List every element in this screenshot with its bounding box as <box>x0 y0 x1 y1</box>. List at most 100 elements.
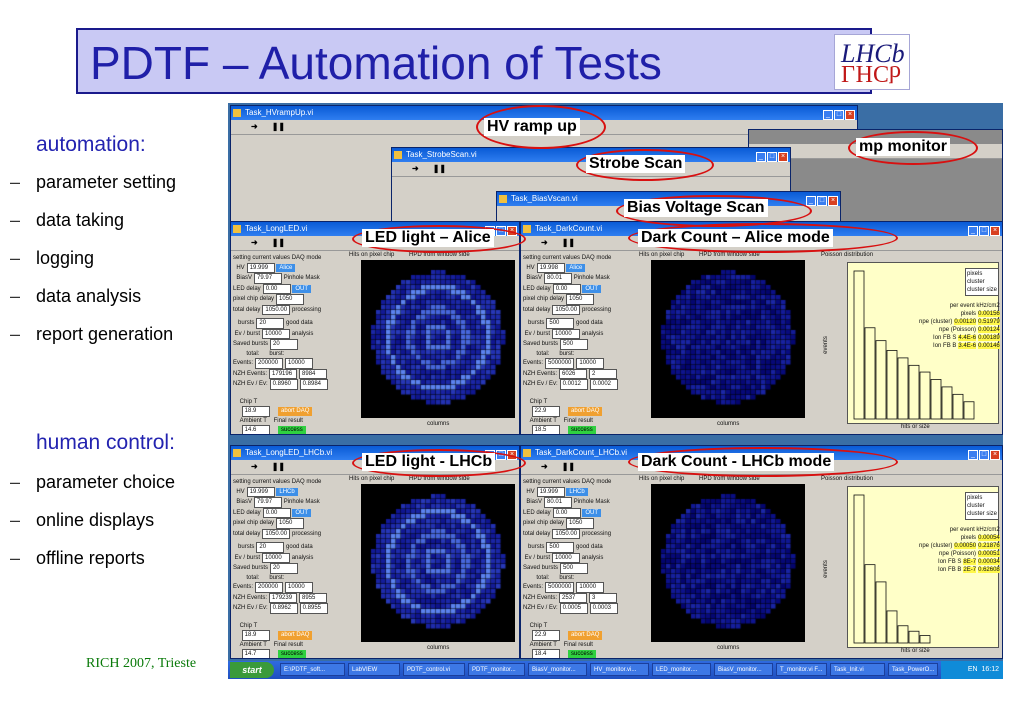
bursts-value[interactable]: 20 <box>256 542 285 553</box>
callout-monitor <box>848 131 978 165</box>
taskbar-item[interactable]: T_monitor.vi F... <box>776 663 827 676</box>
biasv-value[interactable]: 80.01 <box>544 497 573 508</box>
window-led-lhcb[interactable]: Task_LongLED_LHCb.vi_□× ➜❚❚ setting curr… <box>230 445 520 659</box>
daq-mode-button[interactable]: Alice <box>566 263 586 272</box>
maximize-icon[interactable]: □ <box>834 110 844 120</box>
close-icon[interactable]: × <box>990 226 1000 236</box>
run-arrow-icon[interactable]: ➜ <box>541 462 548 471</box>
led-delay-value[interactable]: 0.00 <box>552 283 581 294</box>
pause-icon[interactable]: ❚❚ <box>271 462 286 471</box>
window-dark-alice[interactable]: Task_DarkCount.vi_□× ➜❚❚ setting current… <box>520 221 1003 435</box>
automation-bullet-0: –parameter setting <box>10 172 176 193</box>
minimize-icon[interactable]: _ <box>806 196 816 206</box>
run-arrow-icon[interactable]: ➜ <box>251 238 258 247</box>
pixel-delay-value[interactable]: 1050 <box>566 518 595 529</box>
led-delay-value[interactable]: 0.00 <box>552 507 581 518</box>
rates-cell: 0.00120 <box>954 319 977 325</box>
taskbar-item[interactable]: E:\PDTF_soft... <box>280 663 345 676</box>
abort-daq-button[interactable]: abort DAQ <box>568 631 603 640</box>
callout-dark-lhcb-label: Dark Count - LHCb mode <box>638 453 835 471</box>
bursts-value[interactable]: 500 <box>546 318 575 329</box>
daq-mode-button[interactable]: Alice <box>276 263 296 272</box>
pause-icon[interactable]: ❚❚ <box>271 122 286 131</box>
close-icon[interactable]: × <box>990 450 1000 460</box>
pause-icon[interactable]: ❚❚ <box>271 238 286 247</box>
minimize-icon[interactable]: _ <box>823 110 833 120</box>
out-button[interactable]: OUT <box>292 284 312 293</box>
maximize-icon[interactable]: □ <box>767 152 777 162</box>
pause-icon[interactable]: ❚❚ <box>432 164 447 173</box>
total-delay-value[interactable]: 1050.00 <box>552 528 581 539</box>
out-button[interactable]: OUT <box>582 284 602 293</box>
ev-burst-value[interactable]: 10000 <box>262 552 291 563</box>
taskbar-item[interactable]: Task_Init.vi <box>830 663 885 676</box>
out-button[interactable]: OUT <box>582 508 602 517</box>
taskbar-item[interactable]: LabVIEW <box>348 663 400 676</box>
saved-value: 20 <box>270 563 299 574</box>
maximize-icon[interactable]: □ <box>979 450 989 460</box>
nzh-burst: 3 <box>589 592 618 603</box>
ambient-temp: 14.6 <box>241 425 270 434</box>
maximize-icon[interactable]: □ <box>979 226 989 236</box>
taskbar-item[interactable]: HV_monitor.vi... <box>590 663 649 676</box>
label: Events: <box>523 584 544 590</box>
label: Ev / burst <box>234 554 261 561</box>
minimize-icon[interactable]: _ <box>756 152 766 162</box>
bursts-value[interactable]: 500 <box>546 542 575 553</box>
taskbar-item[interactable]: LED_monitor.... <box>652 663 711 676</box>
total-delay-value[interactable]: 1050.00 <box>262 528 291 539</box>
total-delay-value[interactable]: 1050.00 <box>262 304 291 315</box>
hv-value[interactable]: 19.999 <box>246 262 275 273</box>
label: HV <box>236 488 245 495</box>
close-icon[interactable]: × <box>778 152 788 162</box>
run-arrow-icon[interactable]: ➜ <box>412 164 419 173</box>
abort-daq-button[interactable]: abort DAQ <box>568 407 603 416</box>
minimize-icon[interactable]: _ <box>968 450 978 460</box>
ev-burst-value[interactable]: 10000 <box>552 328 581 339</box>
daq-mode-button[interactable]: LHCb <box>566 487 588 496</box>
hv-value[interactable]: 19.999 <box>246 486 275 497</box>
pause-icon[interactable]: ❚❚ <box>561 462 576 471</box>
biasv-value[interactable]: 79.97 <box>254 497 283 508</box>
taskbar-item[interactable]: BiasV_monitor... <box>714 663 773 676</box>
biasv-value[interactable]: 80.01 <box>544 273 573 284</box>
taskbar-item[interactable]: PDTF_monitor... <box>468 663 525 676</box>
led-delay-value[interactable]: 0.00 <box>262 283 291 294</box>
label: current values <box>252 479 291 485</box>
nzh-burst: 8955 <box>299 592 328 603</box>
taskbar-item[interactable]: Task_PowerO... <box>888 663 938 676</box>
abort-daq-button[interactable]: abort DAQ <box>278 631 313 640</box>
hv-value[interactable]: 19.999 <box>536 486 565 497</box>
window-led-alice[interactable]: Task_LongLED.vi_□× ➜❚❚ setting current v… <box>230 221 520 435</box>
run-arrow-icon[interactable]: ➜ <box>251 122 258 131</box>
language-indicator[interactable]: EN <box>967 666 978 673</box>
pause-icon[interactable]: ❚❚ <box>561 238 576 247</box>
run-arrow-icon[interactable]: ➜ <box>541 238 548 247</box>
pixel-delay-value[interactable]: 1050 <box>276 518 305 529</box>
bursts-value[interactable]: 20 <box>256 318 285 329</box>
taskbar-item[interactable]: BiasV_monitor... <box>528 663 587 676</box>
pixel-delay-value[interactable]: 1050 <box>566 294 595 305</box>
start-button[interactable]: start <box>230 662 274 678</box>
biasv-value[interactable]: 79.97 <box>254 273 283 284</box>
window-dark-lhcb[interactable]: Task_DarkCount_LHCb.vi_□× ➜❚❚ setting cu… <box>520 445 1003 659</box>
abort-daq-button[interactable]: abort DAQ <box>278 407 313 416</box>
minimize-icon[interactable]: _ <box>968 226 978 236</box>
pixel-delay-value[interactable]: 1050 <box>276 294 305 305</box>
hv-value[interactable]: 19.998 <box>536 262 565 273</box>
run-arrow-icon[interactable]: ➜ <box>251 462 258 471</box>
daq-mode-button[interactable]: LHCb <box>276 487 298 496</box>
led-delay-value[interactable]: 0.00 <box>262 507 291 518</box>
out-button[interactable]: OUT <box>292 508 312 517</box>
taskbar-item[interactable]: PDTF_control.vi <box>403 663 465 676</box>
maximize-icon[interactable]: □ <box>817 196 827 206</box>
window-title: Task_LongLED.vi <box>245 224 308 233</box>
ev-burst-value[interactable]: 10000 <box>262 328 291 339</box>
close-icon[interactable]: × <box>845 110 855 120</box>
close-icon[interactable]: × <box>828 196 838 206</box>
ev-burst-value[interactable]: 10000 <box>552 552 581 563</box>
histogram-bar <box>853 270 865 420</box>
label: pixel chip delay <box>523 296 565 302</box>
total-delay-value[interactable]: 1050.00 <box>552 304 581 315</box>
